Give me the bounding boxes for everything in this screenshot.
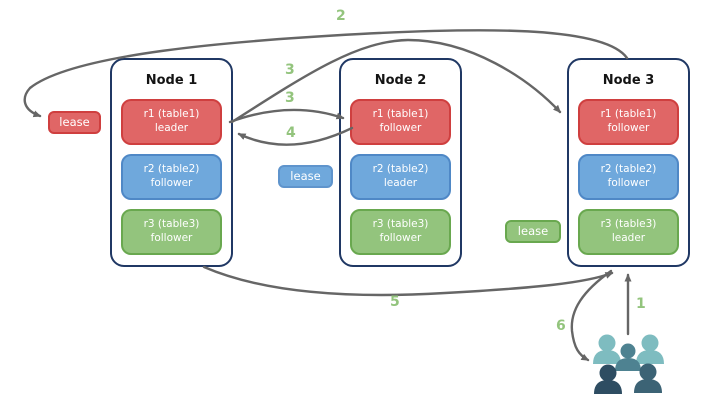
replica-name: r3 (table3)	[143, 218, 200, 231]
arrow-step-3-node1-to-node2	[228, 108, 345, 124]
replica-role: follower	[607, 122, 650, 134]
replica-role: leader	[611, 232, 646, 244]
node-3: Node 3 r1 (table1) follower r2 (table2) …	[567, 58, 690, 267]
lease-badge-table1: lease	[48, 111, 101, 134]
replica-role: follower	[607, 177, 650, 189]
user-figure-front-left	[594, 364, 622, 394]
node-1-title: Node 1	[145, 73, 198, 88]
lease-badge-table3: lease	[505, 220, 561, 243]
arrow-step-5-node1-to-node3	[202, 265, 614, 297]
step-label-1: 1	[636, 296, 646, 312]
user-figure-back-right	[636, 334, 664, 364]
replica-role: follower	[379, 232, 422, 244]
lease-badge-table2: lease	[278, 165, 333, 188]
node1-r2-replica: r2 (table2) follower	[121, 154, 222, 200]
replica-role: leader	[154, 122, 189, 134]
node3-r1-replica: r1 (table1) follower	[578, 99, 679, 145]
user-figure-middle	[615, 343, 641, 371]
node3-r3-replica: r3 (table3) leader	[578, 209, 679, 255]
replica-name: r2 (table2)	[600, 163, 657, 176]
step-label-5: 5	[390, 294, 400, 310]
user-figure-front-right	[634, 363, 662, 393]
node-3-title: Node 3	[602, 73, 655, 88]
replica-name: r2 (table2)	[143, 163, 200, 176]
replica-role: follower	[150, 177, 193, 189]
replica-name: r1 (table1)	[143, 108, 200, 121]
node2-r3-replica: r3 (table3) follower	[350, 209, 451, 255]
node-2-title: Node 2	[374, 73, 427, 88]
node1-r3-replica: r3 (table3) follower	[121, 209, 222, 255]
node3-r2-replica: r2 (table2) follower	[578, 154, 679, 200]
replica-name: r1 (table1)	[372, 108, 429, 121]
users-icon	[593, 334, 664, 394]
step-label-6: 6	[556, 318, 566, 334]
node1-r1-replica: r1 (table1) leader	[121, 99, 222, 145]
replica-name: r3 (table3)	[372, 218, 429, 231]
node-1: Node 1 r1 (table1) leader r2 (table2) fo…	[110, 58, 233, 267]
replica-name: r1 (table1)	[600, 108, 657, 121]
step-label-3b: 3	[285, 90, 295, 106]
replica-role: leader	[383, 177, 418, 189]
replica-name: r3 (table3)	[600, 218, 657, 231]
step-label-2: 2	[336, 8, 346, 24]
node-2: Node 2 r1 (table1) follower r2 (table2) …	[339, 58, 462, 267]
node2-r1-replica: r1 (table1) follower	[350, 99, 451, 145]
node2-r2-replica: r2 (table2) leader	[350, 154, 451, 200]
replica-role: follower	[150, 232, 193, 244]
step-label-4: 4	[286, 125, 296, 141]
replica-role: follower	[379, 122, 422, 134]
step-label-3a: 3	[285, 62, 295, 78]
user-figure-back-left	[593, 334, 621, 364]
replica-name: r2 (table2)	[372, 163, 429, 176]
